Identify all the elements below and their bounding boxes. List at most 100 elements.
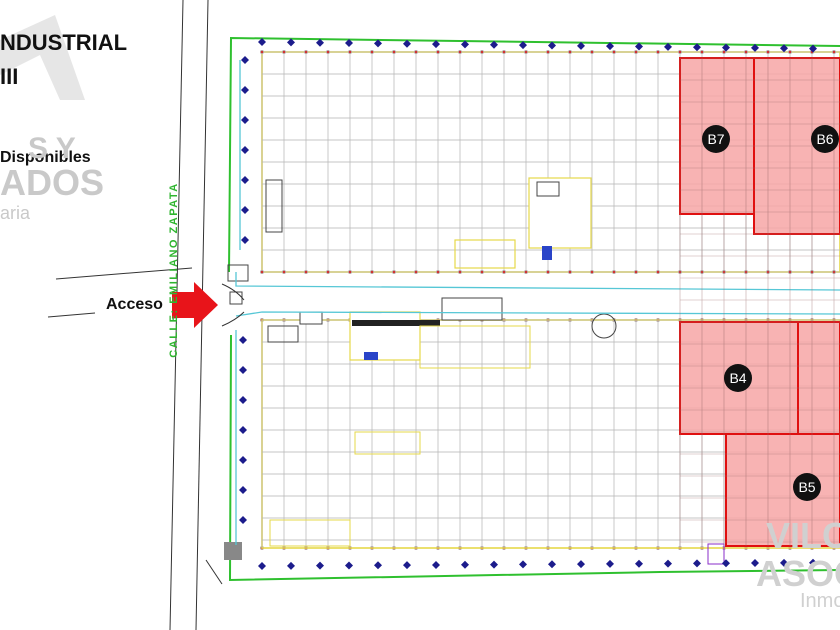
lamp-marker [258, 38, 266, 46]
column-marker [370, 270, 374, 274]
watermark-right-3: Inmo [800, 590, 840, 612]
column-marker [832, 50, 836, 54]
watermark-text-1: S Y [28, 132, 76, 165]
column-marker [502, 50, 506, 54]
column-marker [700, 50, 704, 54]
column-marker [634, 50, 638, 54]
lamp-marker [241, 56, 249, 64]
column-marker [546, 270, 550, 274]
lamp-marker [239, 516, 247, 524]
column-marker [458, 270, 462, 274]
lamp-marker [239, 396, 247, 404]
column-marker [634, 270, 638, 274]
unit-b5-area[interactable] [725, 433, 840, 547]
column-marker [480, 50, 484, 54]
lamp-marker [519, 560, 527, 569]
unit-badge-b6[interactable]: B6 [811, 125, 839, 153]
lamp-marker [577, 41, 585, 50]
lamp-marker [241, 146, 249, 154]
lamp-marker [693, 43, 701, 52]
lamp-marker [316, 561, 324, 570]
watermark-text-3: aria [0, 203, 31, 223]
lamp-marker [809, 44, 817, 53]
watermark-right-2: ASOC [756, 553, 840, 594]
watermark-logo [0, 15, 85, 100]
column-marker [304, 50, 308, 54]
lamp-marker [374, 39, 382, 48]
unit-badge-b7[interactable]: B7 [702, 125, 730, 153]
column-marker [260, 50, 264, 54]
lamp-marker [345, 39, 353, 48]
lamp-marker [751, 43, 759, 52]
column-marker [524, 270, 528, 274]
column-marker [392, 50, 396, 54]
column-marker [458, 50, 462, 54]
lamp-marker [606, 42, 614, 51]
lamp-marker [461, 560, 469, 569]
unit-badge-b4[interactable]: B4 [724, 364, 752, 392]
lamp-marker [577, 560, 585, 569]
lamp-marker [548, 41, 556, 50]
lamp-marker [241, 206, 249, 214]
lamp-marker [722, 43, 730, 52]
column-marker [546, 50, 550, 54]
column-marker [678, 50, 682, 54]
column-marker [436, 50, 440, 54]
column-marker [502, 270, 506, 274]
column-marker [348, 270, 352, 274]
column-marker [326, 270, 330, 274]
title-line-2: III [0, 64, 19, 89]
column-marker [568, 270, 572, 274]
access-arrow [172, 282, 218, 328]
column-marker [612, 270, 616, 274]
lamp-marker [809, 558, 817, 567]
lamp-marker [519, 41, 527, 50]
column-marker [282, 50, 286, 54]
column-marker [744, 50, 748, 54]
lamp-marker [287, 38, 295, 47]
lamp-marker [403, 39, 411, 48]
lamp-marker [693, 559, 701, 568]
lamp-marker [239, 366, 247, 374]
column-marker [304, 270, 308, 274]
lamp-marker [722, 559, 730, 568]
access-label: Acceso [106, 296, 163, 313]
unit-badge-b5[interactable]: B5 [793, 473, 821, 501]
lamp-marker [241, 116, 249, 124]
column-marker [656, 270, 660, 274]
site-boundary [228, 36, 840, 582]
column-marker [260, 270, 264, 274]
lamp-marker [780, 558, 788, 567]
column-marker [656, 50, 660, 54]
lamp-marker [403, 561, 411, 570]
lamp-marker [606, 559, 614, 568]
watermark-text-2: ADOS [0, 162, 105, 203]
lamp-marker [374, 561, 382, 570]
lamp-marker [490, 560, 498, 569]
lamp-marker [664, 559, 672, 568]
column-marker [590, 50, 594, 54]
availability-label: Disponibles [0, 149, 91, 166]
lamp-marker [239, 336, 247, 344]
column-marker [348, 50, 352, 54]
lamp-marker [751, 559, 759, 568]
column-marker [766, 50, 770, 54]
lamp-marker [635, 42, 643, 51]
column-marker [370, 50, 374, 54]
lamp-marker [316, 38, 324, 47]
available-units [679, 57, 840, 547]
column-marker [436, 270, 440, 274]
perimeter-lamps [239, 38, 817, 570]
lamp-marker [239, 486, 247, 494]
title-line-1: NDUSTRIAL [0, 30, 128, 55]
column-marker [392, 270, 396, 274]
lamp-marker [432, 40, 440, 49]
column-marker [568, 50, 572, 54]
drainage-lines [235, 60, 840, 545]
gate [205, 283, 245, 585]
column-marker [612, 50, 616, 54]
column-marker [414, 270, 418, 274]
column-marker [788, 50, 792, 54]
lamp-marker [241, 176, 249, 184]
